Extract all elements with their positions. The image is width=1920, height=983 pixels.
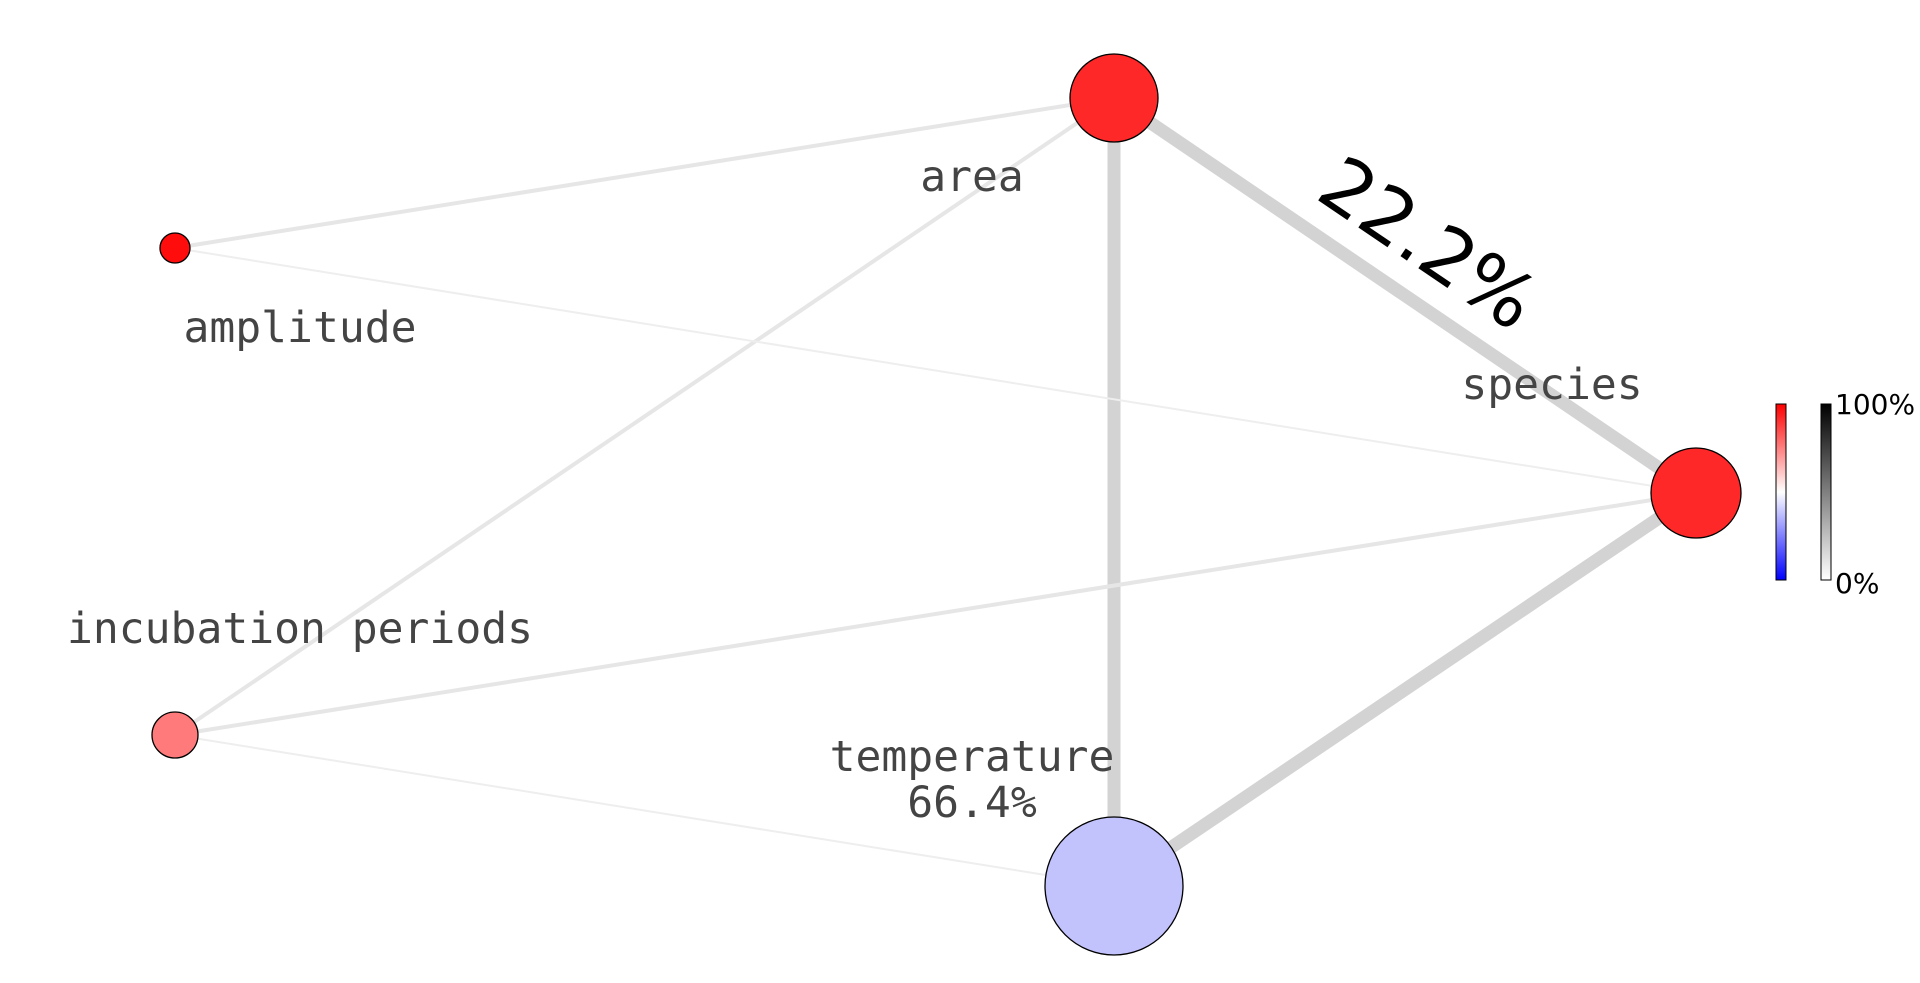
node-label-temperature: temperature bbox=[830, 732, 1115, 782]
edge-incubation-species bbox=[174, 491, 1697, 737]
node-area bbox=[1069, 53, 1159, 143]
node-label-amplitude: amplitude bbox=[184, 303, 417, 353]
node-colorbar bbox=[1775, 403, 1787, 581]
edge-colorbar: 100% 0% bbox=[1820, 388, 1915, 600]
edges-layer bbox=[173, 92, 1700, 892]
edge-amplitude-species bbox=[174, 247, 1697, 494]
edge-area-amplitude bbox=[174, 96, 1115, 250]
node-amplitude bbox=[159, 232, 191, 264]
node-incubation bbox=[151, 711, 199, 759]
edge-colorbar-max-label: 100% bbox=[1835, 388, 1915, 421]
edge-colorbar-min-label: 0% bbox=[1835, 567, 1879, 600]
node-label-incubation: incubation periods bbox=[67, 604, 533, 654]
edge-incubation-temperature bbox=[174, 734, 1115, 887]
edge-area-species bbox=[1110, 92, 1700, 499]
edge-species-temperature bbox=[1110, 487, 1700, 892]
node-value-temperature: 66.4% bbox=[907, 778, 1037, 828]
node-label-area: area bbox=[920, 152, 1024, 202]
nodes-layer bbox=[151, 53, 1742, 956]
node-temperature bbox=[1044, 816, 1184, 956]
edge-area-incubation bbox=[173, 96, 1116, 737]
node-label-species: species bbox=[1461, 360, 1642, 410]
node-species bbox=[1650, 447, 1742, 539]
